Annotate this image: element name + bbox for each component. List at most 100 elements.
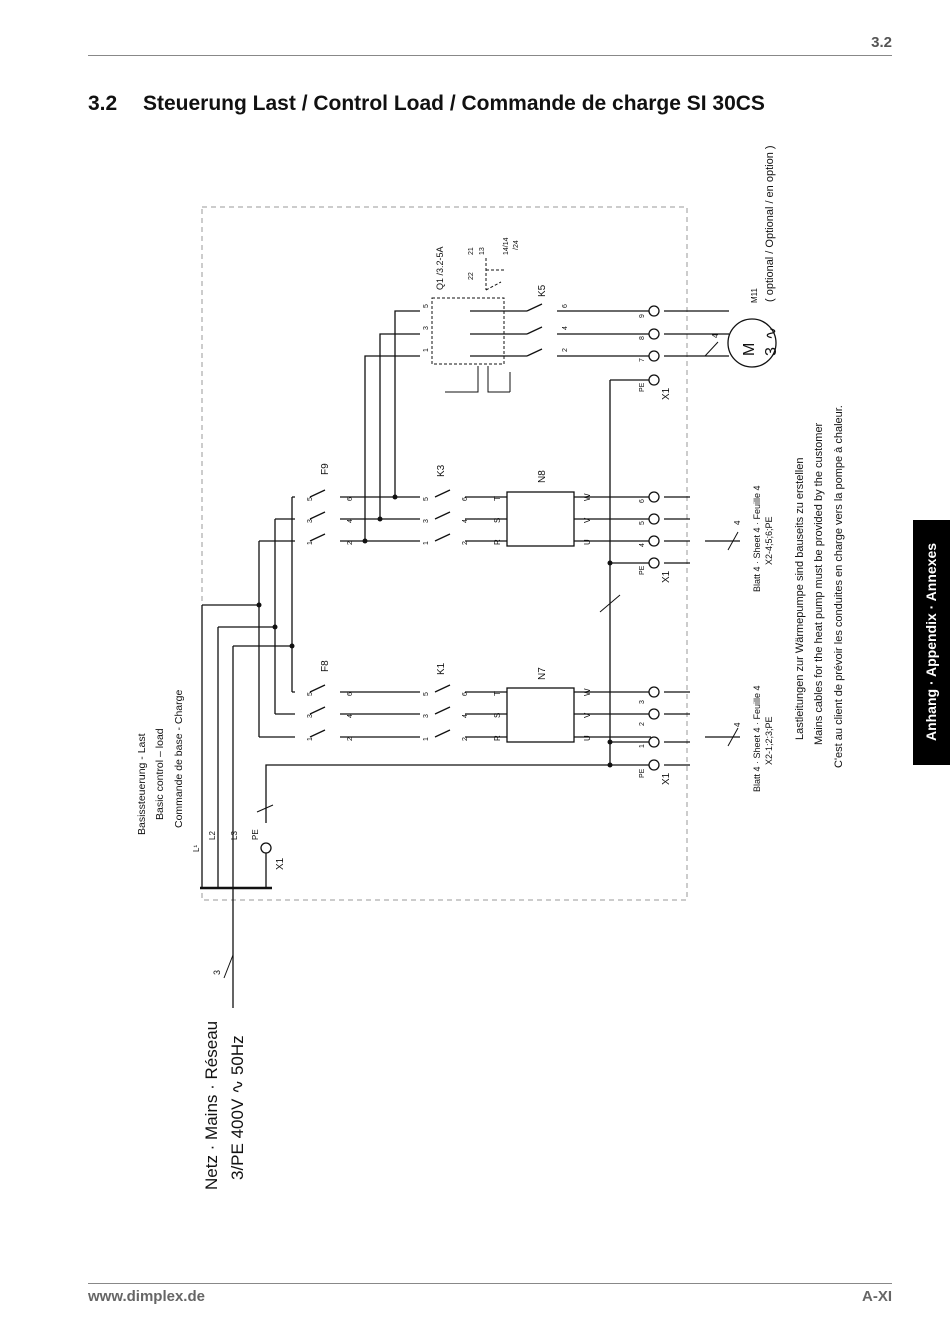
junction-dot: [392, 494, 398, 500]
conductor-l2: L2: [208, 831, 217, 840]
terminal: [648, 736, 660, 748]
conductor-l1: L¹: [192, 845, 201, 852]
contact-number: 3: [307, 519, 314, 523]
terminal-label: 7: [639, 358, 646, 362]
fuse-f9-label: F9: [320, 463, 331, 475]
phase-out-label: U: [583, 539, 592, 545]
terminal-label: PE: [639, 382, 646, 392]
terminal: [648, 513, 660, 525]
note-fr: C'est au client de prévoir les conduites…: [833, 405, 845, 768]
wire-count: 4: [733, 722, 742, 727]
contactor-k5-label: K5: [537, 284, 548, 297]
contact-number: 3: [307, 714, 314, 718]
contactor-k1-label: K1: [436, 662, 447, 675]
contact-number: 2: [562, 348, 569, 352]
title-number: 3.2: [88, 92, 118, 115]
panel-boundary: [201, 206, 688, 901]
contact-number: 1: [307, 541, 314, 545]
motor-id: M11: [750, 287, 759, 303]
terminal-label: 9: [639, 314, 646, 318]
terminal-label: 3: [639, 700, 646, 704]
supply-spec: 3/PE 400V ∿ 50Hz: [228, 1035, 247, 1180]
terminal: [648, 350, 660, 362]
breaker-label: Q1 /3.2-5A: [435, 246, 445, 290]
contact-number: 6: [462, 692, 469, 696]
terminal: [648, 557, 660, 569]
terminal-label: 4: [639, 543, 646, 547]
phase-in-label: T: [493, 691, 502, 696]
x1-label: X1: [275, 857, 286, 870]
terminal-label: PE: [639, 565, 646, 575]
contact-number: 2: [347, 541, 354, 545]
x1-label: X1: [661, 772, 672, 785]
motor-phases: 3: [763, 347, 780, 356]
contact-number: 6: [462, 497, 469, 501]
terminal-label: 8: [639, 336, 646, 340]
terminal: [648, 759, 660, 771]
motor-option: ( optional / Optional / en option ): [764, 145, 776, 302]
soft-starter-n7-label: N7: [537, 667, 548, 680]
side-tab: Anhang · Appendix · Annexes: [913, 520, 950, 765]
contact-number: 1: [423, 737, 430, 741]
motor-symbol: [727, 318, 777, 368]
contact-number: 5: [307, 497, 314, 501]
contact-number: 4: [347, 714, 354, 718]
breaker-aux: 14/14: [503, 237, 510, 255]
conductor-l3: L3: [230, 831, 239, 840]
fuse-f8-label: F8: [320, 660, 331, 672]
phase-in-label: R: [493, 735, 502, 741]
wire-count: 4: [711, 333, 720, 338]
contact-number: 6: [347, 497, 354, 501]
sheet-reference: Blatt 4 · Sheet 4 · Feuille 4: [752, 485, 762, 592]
note-de: Lastleitungen zur Wärmepumpe sind bausei…: [794, 458, 806, 740]
contact-number: 3: [423, 519, 430, 523]
phase-in-label: S: [493, 713, 502, 718]
footer-rule: [88, 1283, 892, 1284]
footer-page-number: A-XI: [862, 1288, 892, 1305]
contact-number: 6: [347, 692, 354, 696]
breaker-aux: /24: [513, 240, 520, 250]
junction-dot: [607, 739, 613, 745]
header-rule: [88, 55, 892, 56]
terminal-label: 1: [639, 744, 646, 748]
main-switch: [223, 954, 234, 979]
junction-dot: [377, 516, 383, 522]
soft-starter-n8-label: N8: [537, 470, 548, 483]
breaker-aux: 13: [479, 247, 486, 255]
terminal: [648, 535, 660, 547]
phase-in-label: T: [493, 496, 502, 501]
contact-number: 5: [423, 497, 430, 501]
terminal-label: PE: [639, 768, 646, 778]
phase-out-label: W: [583, 493, 592, 501]
contact-number: 4: [347, 519, 354, 523]
phase-out-label: W: [583, 688, 592, 696]
breaker-aux: 22: [468, 272, 475, 280]
sheet-reference: Blatt 4 · Sheet 4 · Feuille 4: [752, 685, 762, 792]
contact-number: 5: [423, 304, 430, 308]
contact-number: 4: [462, 714, 469, 718]
terminal-reference: X2-4;5;6;PE: [764, 516, 774, 565]
phase-out-label: V: [583, 712, 592, 718]
terminal-label: 2: [639, 722, 646, 726]
basic-control-de: Basissteuerung - Last: [136, 733, 148, 835]
supply-wires: 3: [212, 970, 222, 975]
section-number: 3.2: [871, 34, 892, 51]
phase-out-label: V: [583, 517, 592, 523]
contact-number: 2: [462, 541, 469, 545]
terminal-label: 5: [639, 521, 646, 525]
contact-number: 5: [423, 692, 430, 696]
junction-dot: [362, 538, 368, 544]
terminal: [648, 708, 660, 720]
terminal: [648, 686, 660, 698]
footer-website: www.dimplex.de: [88, 1288, 205, 1305]
x1-label: X1: [661, 387, 672, 400]
note-en: Mains cables for the heat pump must be p…: [813, 422, 825, 745]
contact-number: 2: [462, 737, 469, 741]
terminal-label: 6: [639, 499, 646, 503]
wire-count: 4: [733, 520, 742, 525]
supply-label: Netz · Mains · Réseau: [202, 1021, 221, 1190]
contact-number: 3: [423, 714, 430, 718]
terminal: [648, 374, 660, 386]
motor-ac: ∿: [763, 327, 780, 340]
